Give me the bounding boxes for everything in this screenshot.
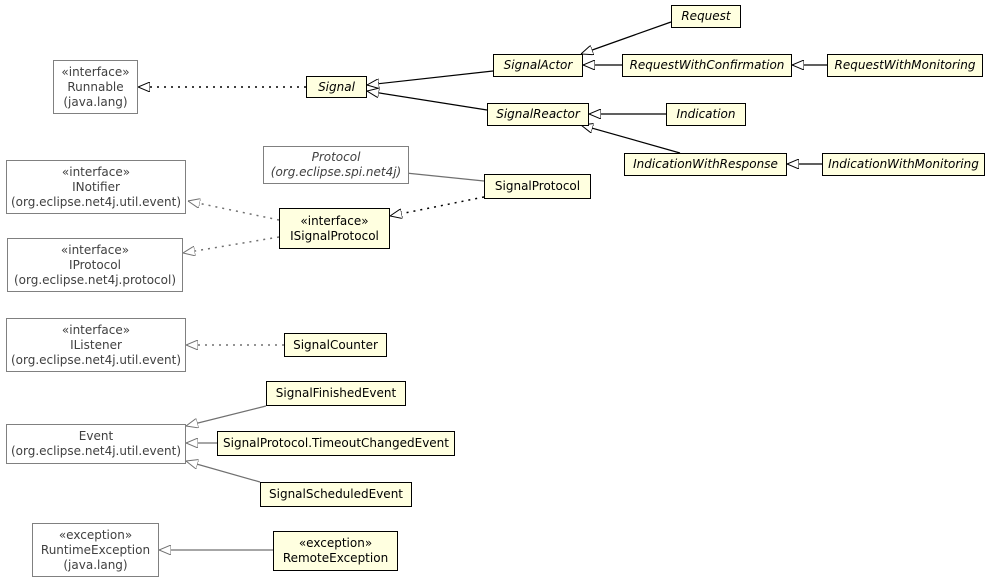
stereotype-label: «interface» <box>300 213 369 228</box>
class-name: SignalProtocol <box>494 179 581 193</box>
edge-signalactor-signal <box>367 70 494 85</box>
stereotype-label: «interface» <box>61 164 131 179</box>
class-name: Event <box>78 429 114 443</box>
class-name: IListener <box>70 337 122 352</box>
class-name: RuntimeException <box>40 542 151 557</box>
package-name: (org.eclipse.net4j.util.event) <box>10 194 182 209</box>
edge-signalreactor-signal <box>367 91 488 111</box>
class-isignal-protocol[interactable]: «interface» ISignalProtocol <box>279 208 390 249</box>
class-signal[interactable]: Signal <box>306 76 367 98</box>
package-name: (org.eclipse.net4j.util.event) <box>10 444 182 458</box>
class-runnable[interactable]: «interface» Runnable (java.lang) <box>53 60 138 114</box>
class-name: IndicationWithMonitoring <box>828 157 979 171</box>
edge-signalscheduledevent-event <box>186 461 261 483</box>
class-name: SignalFinishedEvent <box>275 386 397 400</box>
class-name: RemoteException <box>282 551 389 565</box>
package-name: (org.eclipse.spi.net4j) <box>270 165 402 179</box>
class-name: SignalActor <box>503 58 573 72</box>
class-remote-exception[interactable]: «exception» RemoteException <box>273 531 398 571</box>
class-signal-counter[interactable]: SignalCounter <box>284 333 387 357</box>
class-request-with-monitoring[interactable]: RequestWithMonitoring <box>827 54 983 77</box>
class-indication[interactable]: Indication <box>666 103 746 126</box>
edge-signalprotocol-isignalprotocol <box>390 196 485 216</box>
class-name: SignalCounter <box>293 337 378 352</box>
class-name: Protocol <box>311 150 361 164</box>
stereotype-label: «interface» <box>61 322 131 337</box>
edge-isignalprotocol-inotifier <box>188 201 280 221</box>
edge-request-signalactor <box>581 21 672 54</box>
class-name: RequestWithMonitoring <box>834 58 976 72</box>
class-signal-reactor[interactable]: SignalReactor <box>487 103 589 126</box>
class-ilistener[interactable]: «interface» IListener (org.eclipse.net4j… <box>6 318 186 372</box>
edge-isignalprotocol-iprotocol <box>183 236 280 253</box>
class-signal-scheduled-event[interactable]: SignalScheduledEvent <box>260 482 412 507</box>
class-name: IndicationWithResponse <box>633 157 778 171</box>
class-name: SignalReactor <box>496 107 580 121</box>
stereotype-label: «exception» <box>58 527 133 542</box>
package-name: (org.eclipse.net4j.util.event) <box>10 352 182 367</box>
class-signal-finished-event[interactable]: SignalFinishedEvent <box>266 381 406 406</box>
class-timeout-changed-event[interactable]: SignalProtocol.TimeoutChangedEvent <box>217 431 455 456</box>
edge-signalfinishedevent-event <box>186 405 267 426</box>
class-name: Request <box>681 9 731 23</box>
class-name: Runnable <box>67 79 124 94</box>
stereotype-label: «interface» <box>60 242 130 257</box>
class-protocol[interactable]: Protocol (org.eclipse.spi.net4j) <box>263 146 409 184</box>
stereotype-label: «exception» <box>298 536 373 550</box>
class-name: IProtocol <box>69 257 121 272</box>
class-event[interactable]: Event (org.eclipse.net4j.util.event) <box>6 424 186 464</box>
class-name: ISignalProtocol <box>290 228 379 243</box>
class-runtime-exception[interactable]: «exception» RuntimeException (java.lang) <box>32 523 159 577</box>
class-name: Indication <box>676 107 736 121</box>
class-signal-actor[interactable]: SignalActor <box>493 54 583 77</box>
class-signal-protocol[interactable]: SignalProtocol <box>484 174 591 199</box>
class-name: SignalProtocol.TimeoutChangedEvent <box>223 436 449 450</box>
class-request-with-confirmation[interactable]: RequestWithConfirmation <box>622 54 792 77</box>
class-inotifier[interactable]: «interface» INotifier (org.eclipse.net4j… <box>6 160 186 214</box>
class-iprotocol[interactable]: «interface» IProtocol (org.eclipse.net4j… <box>7 238 183 292</box>
edge-indicationwithresponse-signalreactor <box>581 125 681 154</box>
package-name: (java.lang) <box>63 557 128 572</box>
class-indication-with-response[interactable]: IndicationWithResponse <box>624 153 787 176</box>
class-indication-with-monitoring[interactable]: IndicationWithMonitoring <box>822 153 985 176</box>
edge-signalprotocol-protocol <box>396 172 485 182</box>
class-name: Signal <box>318 79 355 94</box>
class-name: SignalScheduledEvent <box>269 487 403 501</box>
package-name: (org.eclipse.net4j.protocol) <box>14 272 176 287</box>
stereotype-label: «interface» <box>61 64 130 79</box>
class-name: RequestWithConfirmation <box>629 58 785 72</box>
class-name: INotifier <box>72 179 120 194</box>
class-request[interactable]: Request <box>671 5 741 28</box>
package-name: (java.lang) <box>63 94 128 109</box>
